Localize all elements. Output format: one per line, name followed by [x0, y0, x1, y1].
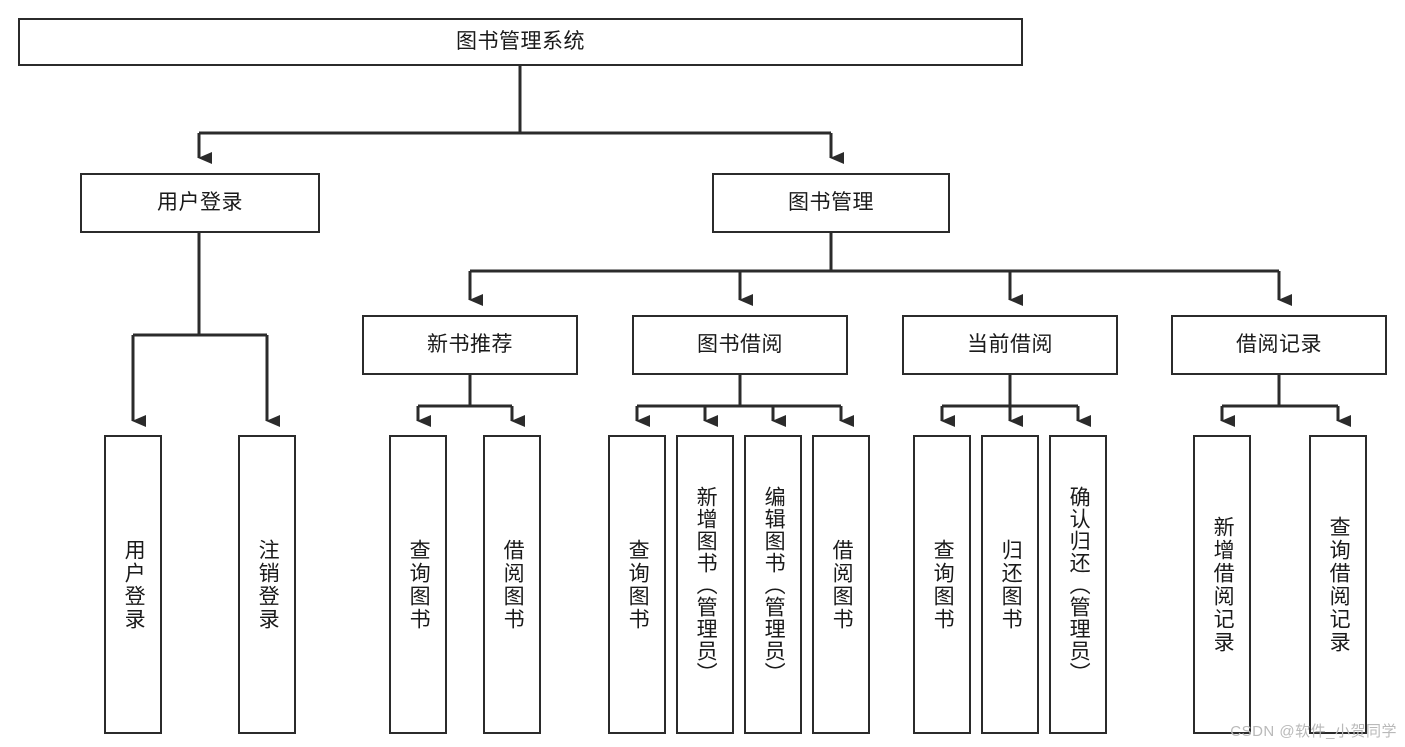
leaf-record-query-label: 查询借阅记录	[1327, 515, 1351, 654]
leaf-current-return-label: 归还图书	[999, 538, 1023, 631]
node-user-login-label: 用户登录	[157, 191, 243, 215]
node-new-book-recommend[interactable]: 新书推荐	[362, 315, 578, 375]
leaf-borrow-borrow-book[interactable]: 借阅图书	[812, 435, 870, 734]
leaf-borrow-edit-book-label: 编辑图书（管理员）	[762, 485, 786, 684]
node-book-management-label: 图书管理	[788, 191, 874, 215]
leaf-borrow-query-label: 查询图书	[626, 538, 650, 631]
leaf-user-login-login-label: 用户登录	[122, 538, 146, 631]
node-book-borrow-label: 图书借阅	[697, 333, 783, 357]
leaf-current-confirm-return[interactable]: 确认归还（管理员）	[1049, 435, 1107, 734]
leaf-borrow-add-book-label: 新增图书（管理员）	[694, 485, 718, 684]
leaf-borrow-borrow-book-label: 借阅图书	[830, 538, 854, 631]
leaf-new-book-borrow[interactable]: 借阅图书	[483, 435, 541, 734]
leaf-user-login-login[interactable]: 用户登录	[104, 435, 162, 734]
node-current-borrow-label: 当前借阅	[967, 333, 1053, 357]
leaf-new-book-borrow-label: 借阅图书	[501, 538, 525, 631]
node-book-borrow[interactable]: 图书借阅	[632, 315, 848, 375]
leaf-borrow-add-book[interactable]: 新增图书（管理员）	[676, 435, 734, 734]
leaf-user-login-logout[interactable]: 注销登录	[238, 435, 296, 734]
leaf-current-query[interactable]: 查询图书	[913, 435, 971, 734]
leaf-record-add[interactable]: 新增借阅记录	[1193, 435, 1251, 734]
node-user-login[interactable]: 用户登录	[80, 173, 320, 233]
node-root-label: 图书管理系统	[456, 30, 585, 54]
node-current-borrow[interactable]: 当前借阅	[902, 315, 1118, 375]
node-borrow-record[interactable]: 借阅记录	[1171, 315, 1387, 375]
leaf-new-book-query[interactable]: 查询图书	[389, 435, 447, 734]
node-borrow-record-label: 借阅记录	[1236, 333, 1322, 357]
csdn-watermark: CSDN @软件_小贺同学	[1230, 723, 1397, 740]
node-new-book-recommend-label: 新书推荐	[427, 333, 513, 357]
leaf-current-query-label: 查询图书	[931, 538, 955, 631]
leaf-current-confirm-return-label: 确认归还（管理员）	[1067, 485, 1091, 684]
node-root[interactable]: 图书管理系统	[18, 18, 1023, 66]
leaf-new-book-query-label: 查询图书	[407, 538, 431, 631]
leaf-record-query[interactable]: 查询借阅记录	[1309, 435, 1367, 734]
leaf-borrow-query[interactable]: 查询图书	[608, 435, 666, 734]
leaf-record-add-label: 新增借阅记录	[1211, 515, 1235, 654]
node-book-management[interactable]: 图书管理	[712, 173, 950, 233]
leaf-current-return[interactable]: 归还图书	[981, 435, 1039, 734]
leaf-user-login-logout-label: 注销登录	[256, 538, 280, 631]
leaf-borrow-edit-book[interactable]: 编辑图书（管理员）	[744, 435, 802, 734]
